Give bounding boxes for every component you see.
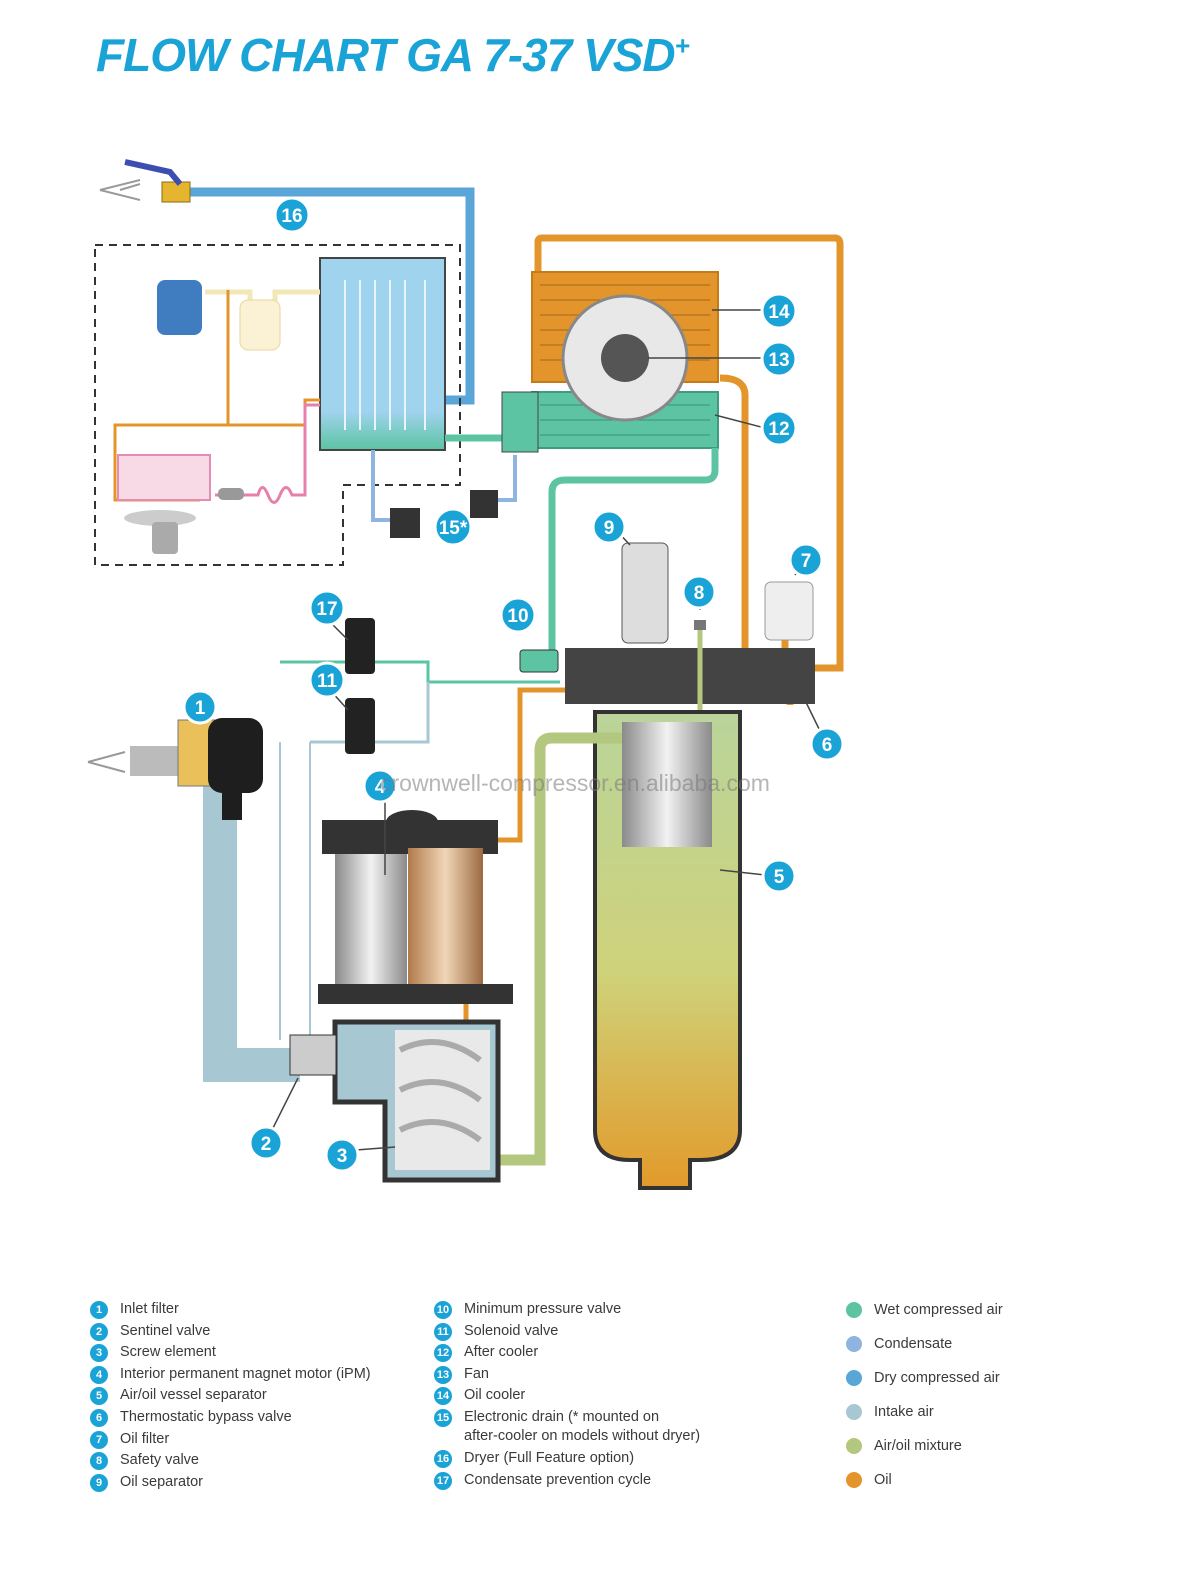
refrigerant-circuit: [113, 280, 320, 554]
wet-air-swatch: [846, 1302, 862, 1318]
vessel-separator-element: [622, 722, 712, 847]
legend-media-item: Intake air: [846, 1403, 1003, 1437]
svg-text:4: 4: [375, 777, 386, 798]
min-pressure-valve: [519, 649, 559, 673]
callout-16: 16: [273, 196, 311, 234]
callout-13: 13: [760, 340, 798, 378]
water-separator: [501, 391, 539, 453]
drain-icon: [390, 508, 420, 538]
outlet-valve-icon: [161, 181, 191, 203]
callout-7: 7: [788, 542, 824, 578]
svg-text:13: 13: [768, 350, 789, 371]
intake-air-swatch: [846, 1404, 862, 1420]
callout-5: 5: [761, 858, 797, 894]
air-oil-line: [470, 732, 622, 1166]
callout-12: 12: [760, 409, 798, 447]
legend-media-item: Condensate: [846, 1335, 1003, 1369]
callout-17: 17: [308, 589, 346, 627]
dry-air-outlet: [99, 159, 475, 405]
svg-text:15*: 15*: [439, 518, 468, 539]
legend-media-item: Dry compressed air: [846, 1369, 1003, 1403]
condensate-lines: [371, 450, 517, 522]
legend-media: Wet compressed air Condensate Dry compre…: [846, 1301, 1003, 1505]
screw-element: [289, 1019, 501, 1183]
legend-media-item: Wet compressed air: [846, 1301, 1003, 1335]
inlet-filter-icon: [87, 718, 263, 820]
oil-swatch: [846, 1472, 862, 1488]
svg-text:11: 11: [317, 671, 338, 692]
flow-diagram: 1 2 3 4 5 6 7 8 9 10 11 12 13 14 15* 16 …: [87, 159, 845, 1190]
callout-9: 9: [591, 509, 627, 545]
svg-text:2: 2: [261, 1134, 272, 1155]
manifold-block: [565, 648, 815, 704]
callout-2: 2: [248, 1125, 284, 1161]
callout-6: 6: [809, 726, 845, 762]
dryer-frame: [94, 244, 461, 566]
callout-10: 10: [499, 596, 537, 634]
svg-text:6: 6: [822, 735, 833, 756]
condenser-coil-icon: [117, 454, 211, 501]
dry-air-swatch: [846, 1370, 862, 1386]
callout-4: 4: [362, 768, 398, 804]
legend-media-item: Oil: [846, 1471, 1003, 1505]
svg-text:9: 9: [604, 518, 615, 539]
svg-text:7: 7: [801, 551, 812, 572]
refrigerant-compressor-icon: [157, 280, 202, 335]
svg-text:17: 17: [316, 599, 337, 620]
watermark: crownwell-compressor.en.alibaba.com: [380, 770, 770, 796]
oil-filter: [764, 581, 814, 641]
svg-text:5: 5: [774, 867, 785, 888]
callout-11: 11: [308, 661, 346, 699]
callout-8: 8: [681, 574, 717, 610]
svg-text:12: 12: [768, 419, 789, 440]
svg-text:3: 3: [337, 1146, 348, 1167]
intake-duct: [203, 780, 300, 1082]
air-oil-swatch: [846, 1438, 862, 1454]
svg-text:10: 10: [507, 606, 528, 627]
svg-text:16: 16: [281, 206, 302, 227]
svg-text:14: 14: [768, 302, 790, 323]
page-title: FLOW CHART GA 7-37 VSD+: [96, 29, 690, 81]
svg-text:8: 8: [694, 583, 705, 604]
solenoid-valve-17: [345, 618, 375, 674]
callout-1: 1: [182, 689, 218, 725]
fan-icon: [124, 510, 196, 526]
svg-text:1: 1: [195, 698, 206, 719]
dryer-heat-exchanger: [319, 257, 446, 451]
motor: [318, 810, 513, 1004]
safety-valve: [694, 620, 706, 630]
callout-14: 14: [760, 292, 798, 330]
solenoid-valve-11: [345, 698, 375, 754]
legend-media-item: Air/oil mixture: [846, 1437, 1003, 1471]
condensate-swatch: [846, 1336, 862, 1352]
callout-3: 3: [324, 1137, 360, 1173]
drain-icon-2: [470, 490, 498, 518]
oil-separator: [621, 542, 669, 644]
callout-15: 15*: [433, 507, 473, 547]
